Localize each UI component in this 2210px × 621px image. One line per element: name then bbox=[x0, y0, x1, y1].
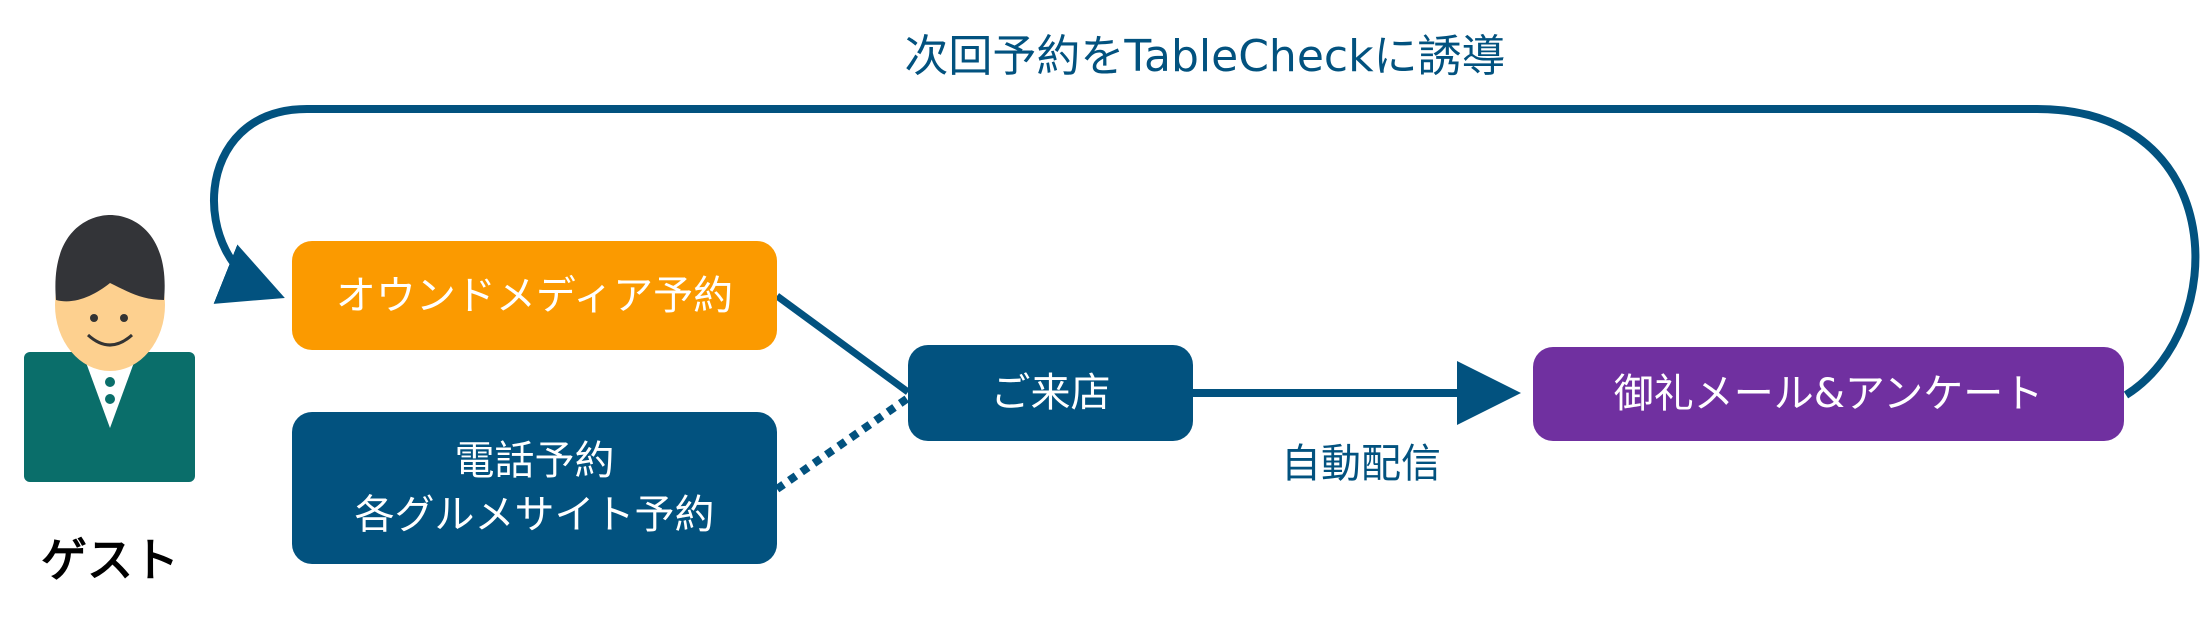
loop-label: 次回予約をTableCheckに誘導 bbox=[904, 31, 1506, 82]
loop-arrow bbox=[210, 105, 2200, 399]
node-label: ご来店 bbox=[990, 370, 1111, 416]
owned-to-visit-line bbox=[774, 293, 911, 395]
visit-node: ご来店 bbox=[908, 345, 1193, 441]
node-label: 御礼メール&アンケート bbox=[1613, 371, 2044, 417]
phone-gourmet-reservation-node: 電話予約 各グルメサイト予約 bbox=[292, 412, 777, 564]
phone-to-visit-dotted-line bbox=[774, 394, 911, 493]
auto-delivery-label: 自動配信 bbox=[1281, 441, 1441, 487]
node-label-line2: 各グルメサイト予約 bbox=[354, 492, 715, 538]
owned-media-reservation-node: オウンドメディア予約 bbox=[292, 241, 777, 350]
node-label: オウンドメディア予約 bbox=[335, 272, 734, 319]
guest-person-icon bbox=[24, 215, 195, 482]
node-label-line1: 電話予約 bbox=[454, 438, 615, 484]
thanks-survey-node: 御礼メール&アンケート bbox=[1533, 347, 2124, 441]
guest-label: ゲスト bbox=[41, 533, 179, 587]
